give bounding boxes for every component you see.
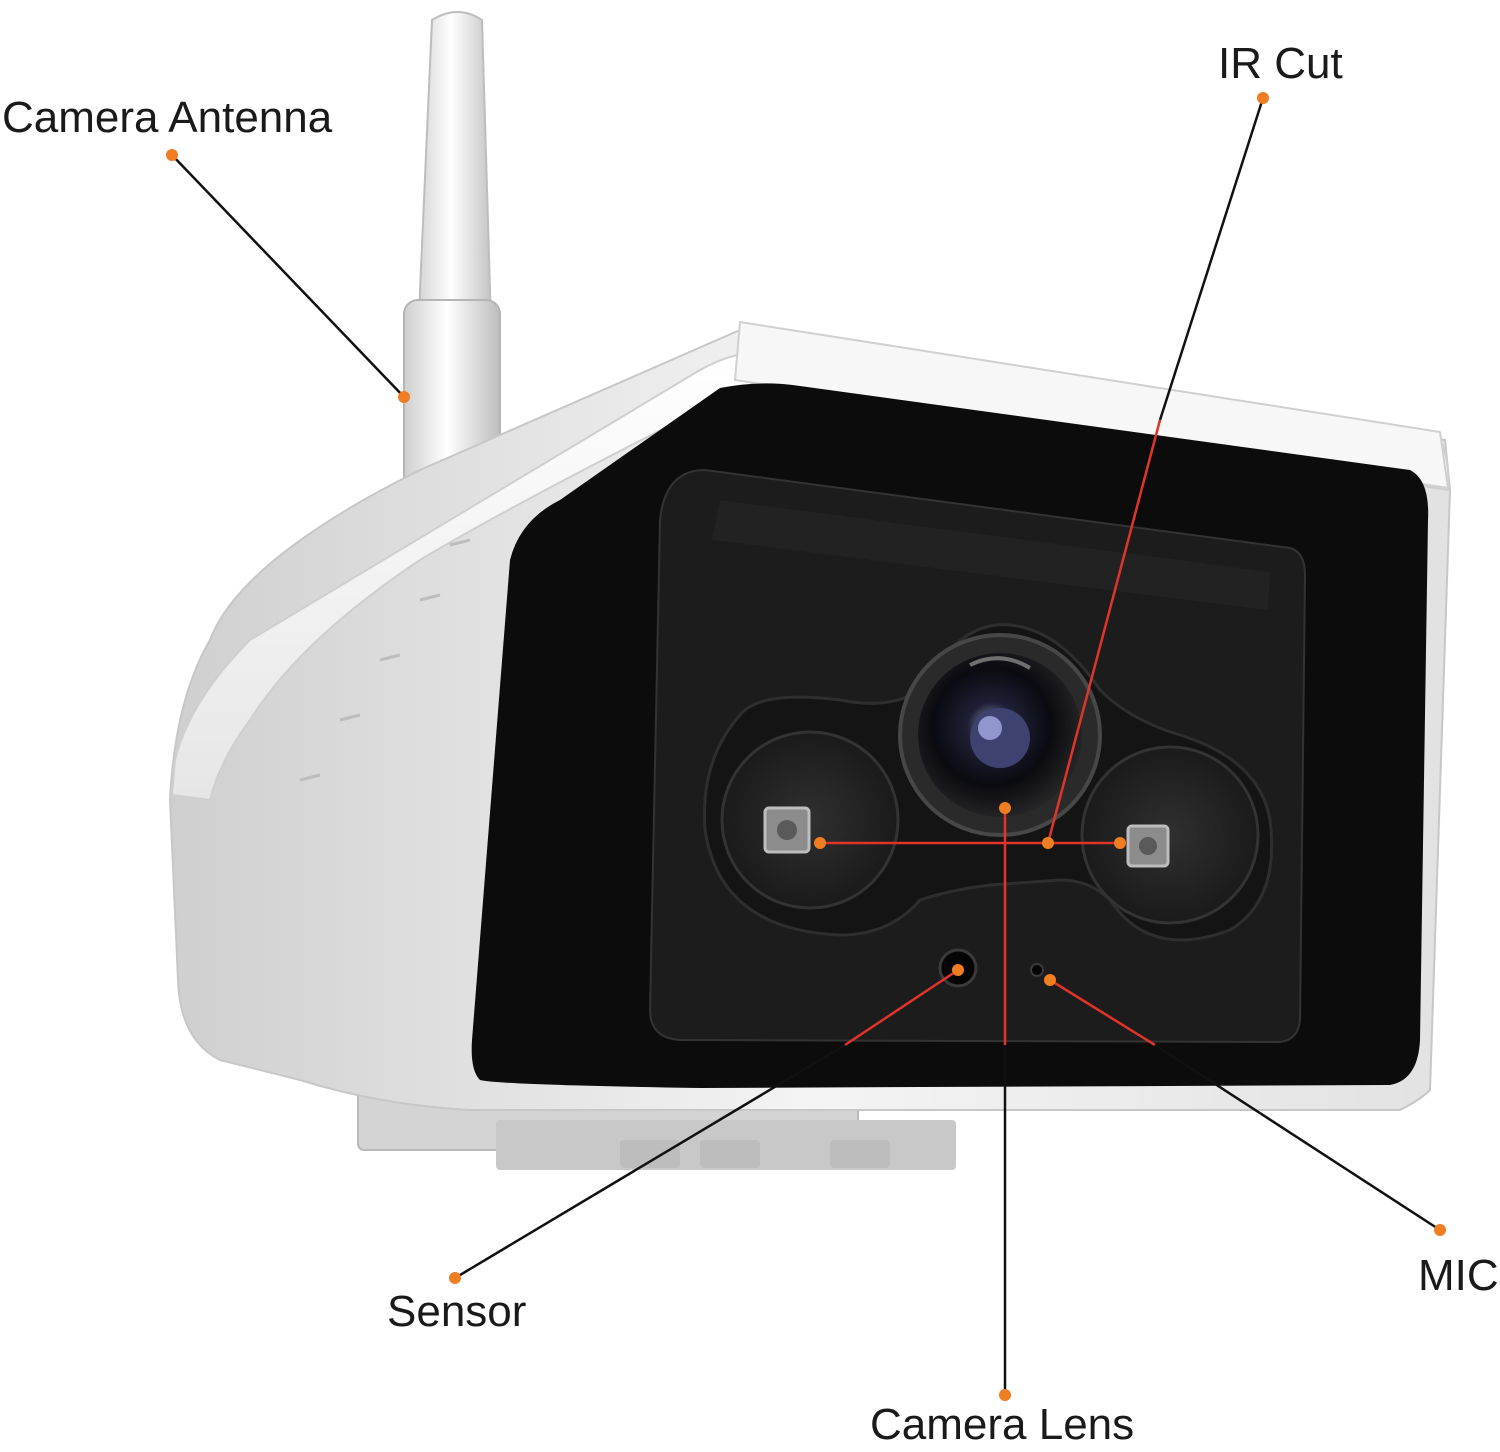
dot-sensor xyxy=(952,964,964,976)
label-camera-antenna: Camera Antenna xyxy=(2,93,333,142)
label-mic: MIC xyxy=(1418,1251,1499,1300)
ir-led-right xyxy=(1080,745,1260,925)
leader-sensor-red xyxy=(844,968,959,1047)
sensor-cluster xyxy=(702,623,1274,988)
dot-mic-end xyxy=(1434,1224,1446,1236)
leader-sensor-black xyxy=(454,1043,846,1280)
microphone-hole xyxy=(1030,963,1044,977)
dot-sensor-end xyxy=(449,1272,461,1284)
leader-mic-black xyxy=(1154,1043,1441,1232)
leader-mic-red xyxy=(1049,978,1156,1047)
leader-ir-cut-red xyxy=(1046,419,1162,844)
leader-camera-antenna xyxy=(171,154,405,398)
dot-ir-left xyxy=(814,837,826,849)
label-sensor: Sensor xyxy=(387,1287,527,1336)
dot-camera-antenna-end xyxy=(166,149,178,161)
label-camera-lens: Camera Lens xyxy=(870,1400,1135,1449)
dot-ir-right xyxy=(1114,837,1126,849)
callout-dots xyxy=(166,92,1446,1401)
leader-ir-cut-black xyxy=(1158,97,1265,421)
label-ir-cut: IR Cut xyxy=(1218,39,1343,88)
leader-lines xyxy=(171,97,1441,1395)
dot-mic xyxy=(1044,974,1056,986)
dot-camera-antenna xyxy=(398,391,410,403)
dot-camera-lens-end xyxy=(999,1389,1011,1401)
dot-ir-cut xyxy=(1042,837,1054,849)
dot-ir-cut-end xyxy=(1257,92,1269,104)
dot-camera-lens xyxy=(999,802,1011,814)
